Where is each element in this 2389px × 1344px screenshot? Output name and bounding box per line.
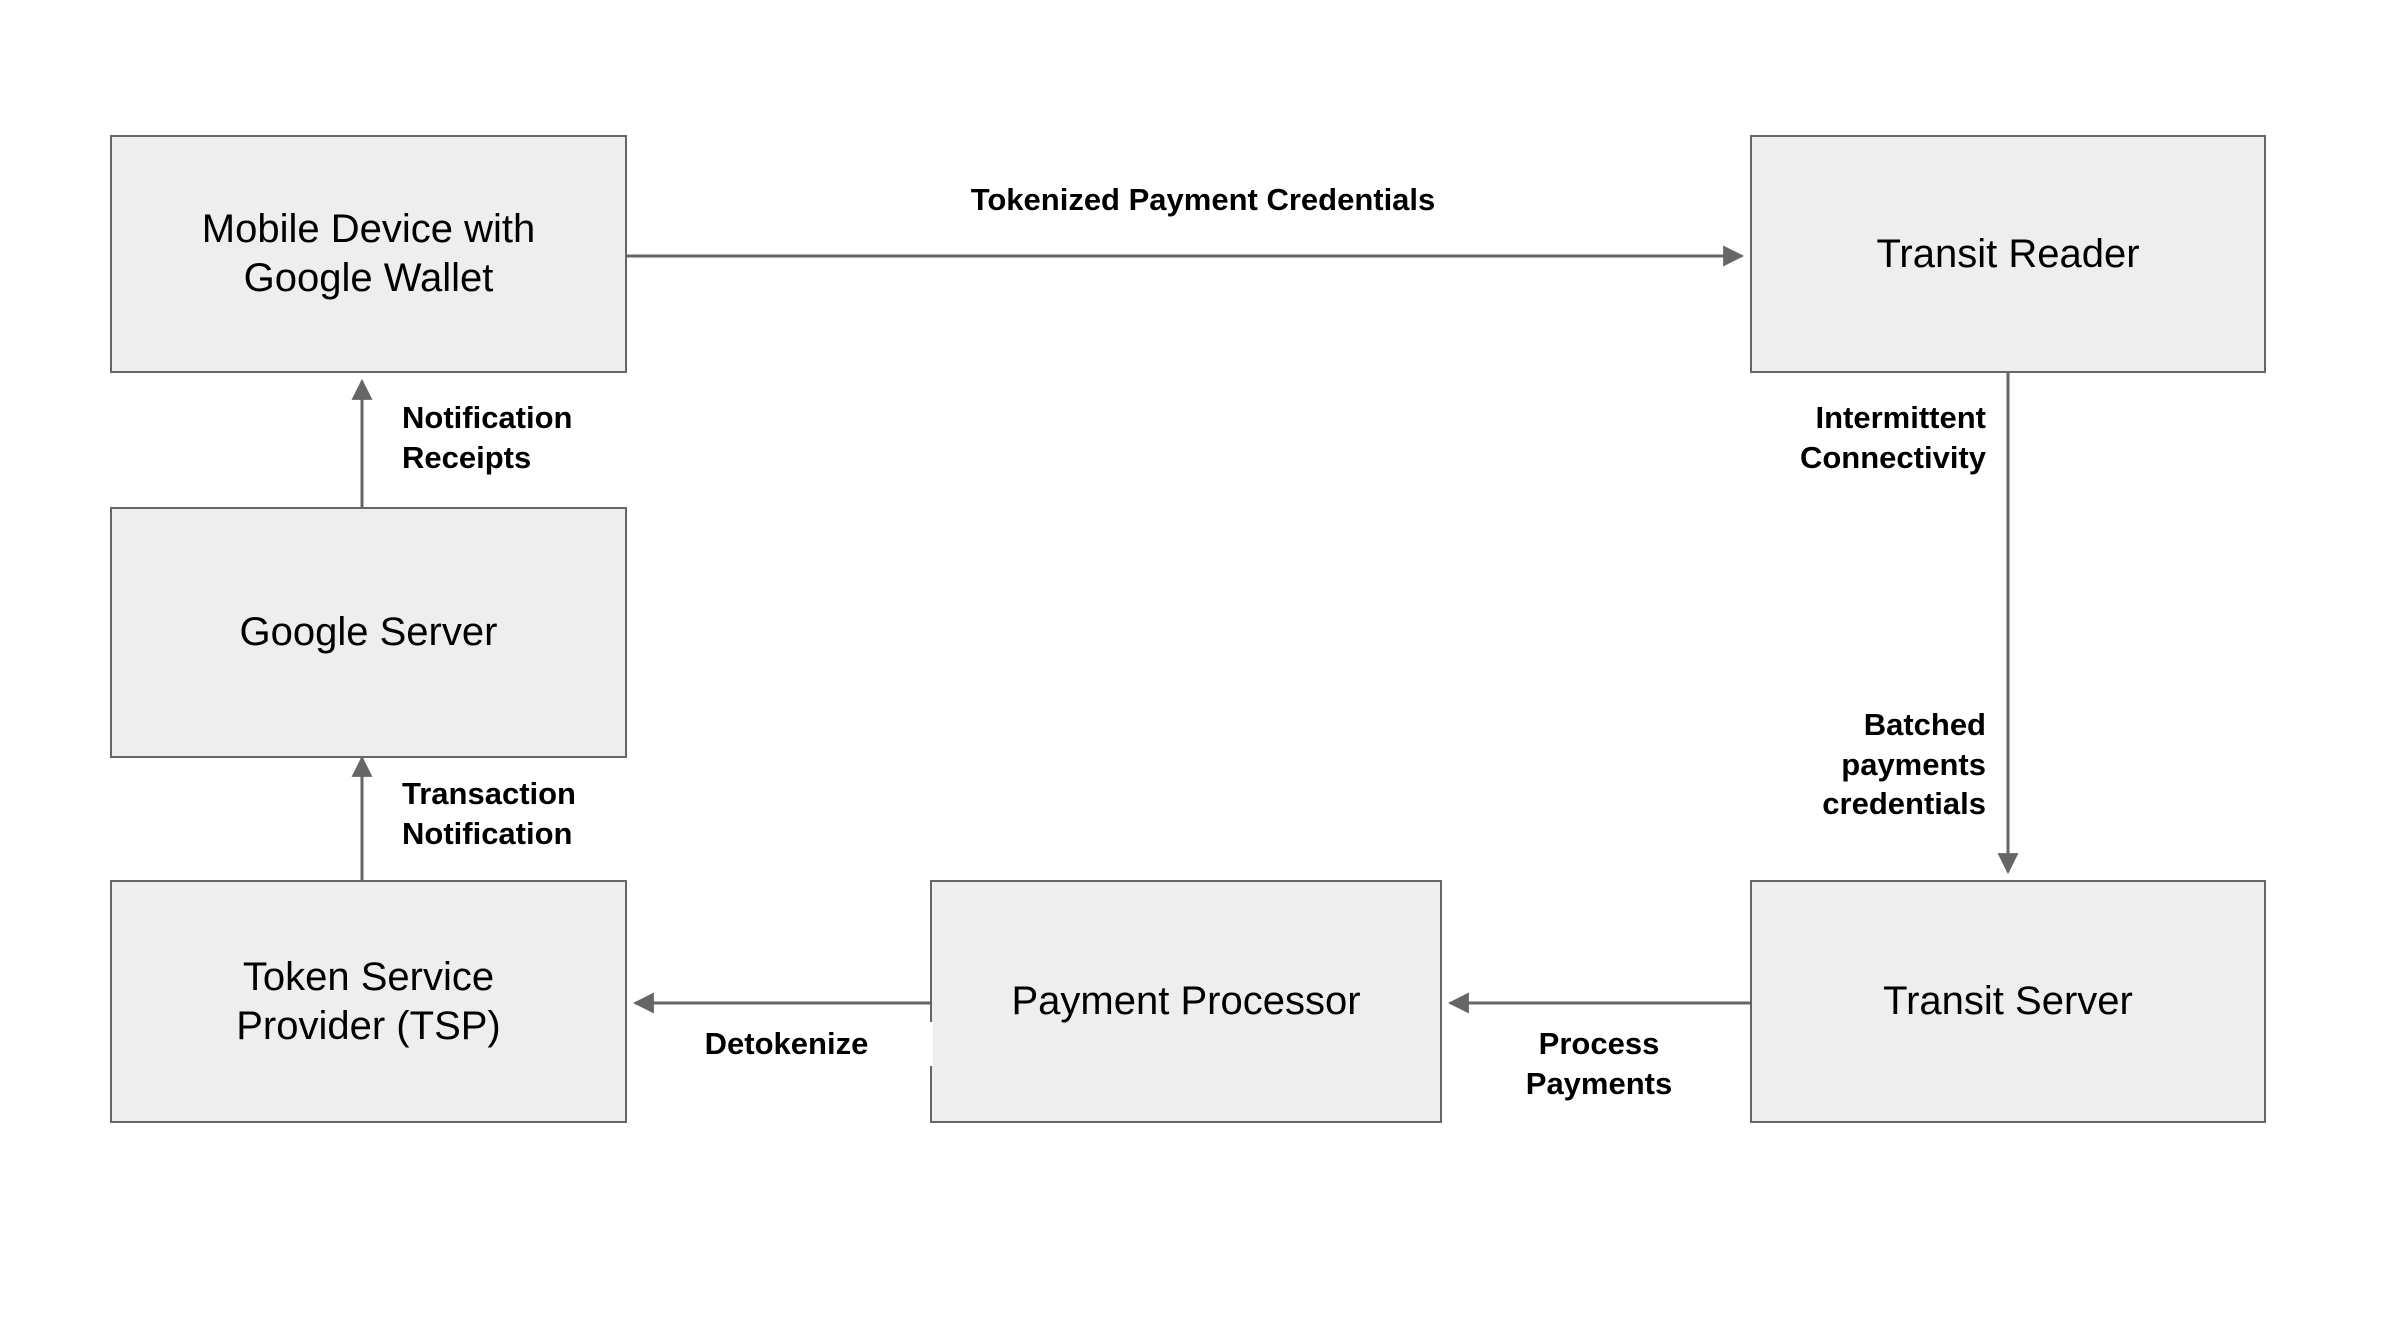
node-google-server-label: Google Server	[239, 610, 498, 655]
edge-label-intermittent-connectivity: Intermittent Connectivity	[1600, 396, 1990, 480]
node-payment-processor[interactable]: Payment Processor	[930, 880, 1442, 1123]
node-token-service-provider-label: Token Service Provider (TSP)	[236, 954, 501, 1048]
node-transit-reader[interactable]: Transit Reader	[1750, 135, 2266, 373]
node-transit-server[interactable]: Transit Server	[1750, 880, 2266, 1123]
node-transit-server-label: Transit Server	[1883, 979, 2133, 1024]
node-mobile-device[interactable]: Mobile Device with Google Wallet	[110, 135, 627, 373]
edge-label-batched-payments-credentials: Batched payments credentials	[1600, 703, 1990, 827]
node-transit-reader-label: Transit Reader	[1876, 231, 2140, 276]
node-token-service-provider[interactable]: Token Service Provider (TSP)	[110, 880, 627, 1123]
node-mobile-device-label: Mobile Device with Google Wallet	[201, 207, 536, 300]
node-google-server[interactable]: Google Server	[110, 507, 627, 758]
edge-label-process-payments: Process Payments	[1455, 1022, 1743, 1106]
edge-label-detokenize: Detokenize	[640, 1022, 933, 1066]
edge-label-tokenized-payment-credentials: Tokenized Payment Credentials	[843, 178, 1563, 222]
edge-label-transaction-notification: Transaction Notification	[398, 772, 746, 856]
edge-label-notification-receipts: Notification Receipts	[398, 396, 746, 480]
node-payment-processor-label: Payment Processor	[1011, 979, 1361, 1024]
